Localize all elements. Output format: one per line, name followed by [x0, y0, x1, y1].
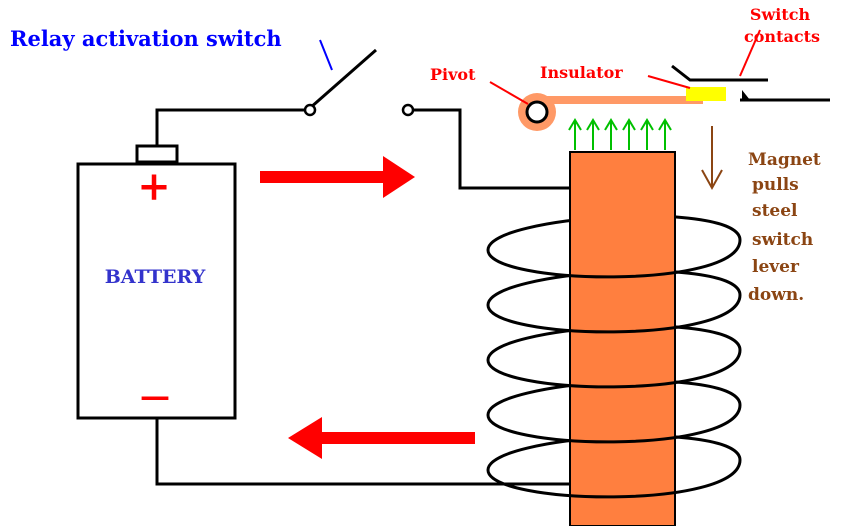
magnet-note-line: Magnet: [748, 150, 821, 170]
relay-switch-pointer: [319, 39, 333, 71]
magnet-core: [569, 151, 676, 526]
magnet-note-line: lever: [752, 257, 800, 277]
switch-terminal: [401, 103, 415, 117]
battery-body: [76, 162, 237, 420]
insulator-label: Insulator: [540, 63, 623, 82]
relay-lever-assembly: [518, 64, 830, 131]
switch-contacts-label-line1: Switch: [750, 5, 811, 24]
wire-battery-to-switch: [155, 108, 310, 146]
magnet-note-line: switch: [752, 230, 813, 250]
magnetic-field-arrows: [568, 118, 672, 150]
current-arrow-right: [260, 156, 415, 198]
switch-contacts-label-line2: contacts: [744, 27, 820, 46]
pivot-label: Pivot: [430, 65, 476, 84]
relay-switch-label: Relay activation switch: [10, 26, 282, 51]
insulator-pointer: [647, 75, 691, 89]
switch-contacts-pointer: [739, 29, 761, 77]
battery-plus-sign: +: [137, 163, 171, 210]
wire-coil-to-battery: [155, 418, 575, 486]
wire-switch-to-coil: [410, 108, 575, 190]
magnet-note-line: steel: [752, 201, 798, 221]
switch-hinge: [303, 103, 317, 117]
magnet-note-line: pulls: [752, 175, 799, 195]
insulator-block: [686, 87, 726, 101]
coil-front: [486, 239, 742, 499]
pivot-pin: [525, 100, 549, 124]
upper-switch-contact: [671, 64, 768, 82]
relay-activation-switch: [303, 48, 415, 117]
battery-label: BATTERY: [105, 266, 206, 288]
magnet-pull-arrow: [701, 126, 723, 191]
pivot-pointer: [489, 81, 529, 105]
battery: + BATTERY —: [76, 144, 237, 420]
battery-terminal: [135, 144, 179, 164]
magnet-note: Magnet pulls steel switch lever down.: [748, 150, 821, 305]
circuit-wires: [155, 108, 575, 486]
battery-minus-sign: —: [140, 379, 170, 414]
magnet-note-line: down.: [748, 285, 804, 305]
lower-contact-tip: [742, 90, 750, 100]
current-arrow-left: [288, 417, 475, 459]
switch-lever: [309, 48, 377, 110]
steel-lever: [535, 96, 703, 104]
